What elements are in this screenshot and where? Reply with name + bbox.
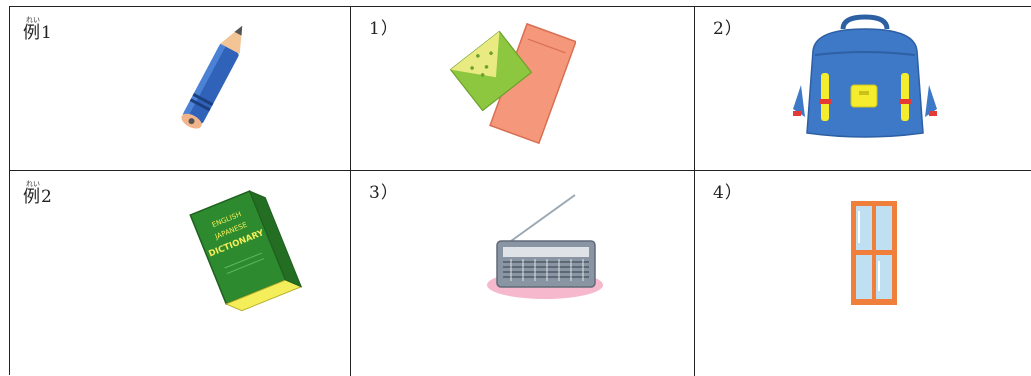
cell-label: れい 例1 [23,16,53,44]
dictionary-icon: ENGLISH JAPANESE DICTIONARY [189,190,303,312]
table-cell-2: 2） [695,7,1031,171]
cell-label: 2） [713,19,743,39]
envelopes-icon [449,22,576,145]
vocabulary-picture-table: れい 例1 1） [9,6,1031,376]
table-cell-example-2: れい 例2 ENGLISH JAPANESE DICTIONARY [10,171,351,376]
furigana: れい [26,180,40,188]
table-cell-3: 3） [351,171,695,376]
table-cell-1: 1） [351,7,695,171]
cell-label: 3） [369,183,399,203]
table-cell-4: 4） [695,171,1031,376]
pencil-icon [181,25,243,129]
cell-label: 1） [369,19,399,39]
radio-icon [487,194,603,299]
backpack-icon [793,14,937,138]
window-icon [851,201,897,305]
cell-label: れい 例2 [23,180,53,208]
table-cell-example-1: れい 例1 [10,7,351,171]
cell-label: 4） [713,183,743,203]
furigana: れい [26,16,40,24]
